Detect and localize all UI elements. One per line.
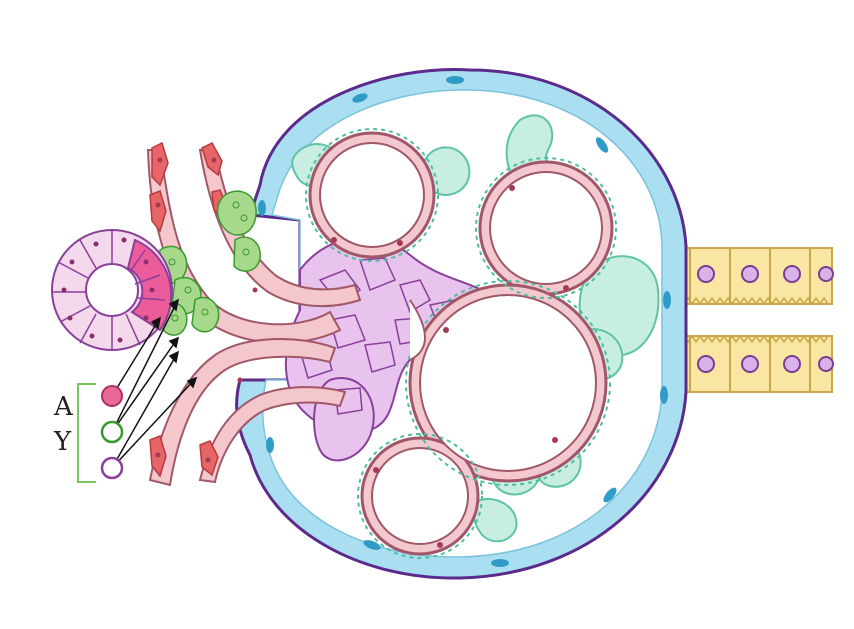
marker-green <box>100 420 124 444</box>
legend-bracket <box>77 383 96 483</box>
proximal-tubule <box>659 247 834 393</box>
arrows <box>111 298 198 469</box>
marker-pink <box>101 385 123 407</box>
legend-markers <box>100 385 124 480</box>
label-a: A <box>53 392 74 422</box>
distal-tubule <box>51 229 173 351</box>
label-y: Y <box>53 427 72 457</box>
juxtaglomerular-granules <box>168 201 250 322</box>
capillary-loops <box>305 128 617 559</box>
marker-purple <box>100 456 124 480</box>
juxtaglomerular-cells <box>157 190 261 336</box>
